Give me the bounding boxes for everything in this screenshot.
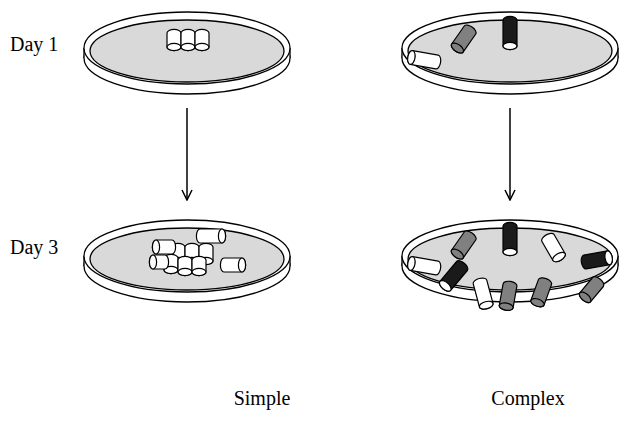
dish-rim [84, 220, 290, 292]
condition-label: Complex [491, 387, 564, 409]
rod-end [530, 297, 546, 309]
rod-body [472, 277, 494, 311]
rod-end [167, 43, 181, 50]
rod-body [167, 29, 181, 50]
rod-end [499, 302, 514, 312]
cell-rod [192, 256, 206, 275]
rod-body [195, 29, 209, 50]
condition-label: Simple [234, 387, 291, 409]
rod-end [178, 268, 192, 275]
rod-end [577, 290, 592, 305]
cell-rod [407, 256, 442, 276]
rod-body [407, 50, 442, 70]
time-label: Day 1 [10, 33, 58, 55]
rod-end [192, 268, 206, 275]
petri-dish [84, 12, 290, 94]
rod-body [438, 259, 470, 293]
rod-end [604, 250, 614, 265]
cell-rod [472, 277, 494, 311]
rod-end [181, 43, 195, 50]
rod-body [580, 250, 613, 269]
cell-rod [503, 222, 517, 255]
cell-rod [577, 275, 605, 305]
rod-end [152, 240, 159, 254]
time-label: Day 3 [10, 236, 58, 258]
rod-body [540, 231, 567, 263]
dish-medium [90, 228, 284, 290]
dish-rim [402, 12, 618, 84]
rod-end [450, 41, 466, 55]
rod-body [530, 276, 553, 308]
rod-end [503, 248, 517, 255]
dish-medium [90, 20, 284, 82]
rod-end [407, 256, 417, 271]
petri-dish [84, 220, 290, 302]
rod-body [152, 240, 175, 254]
arrow [509, 108, 511, 200]
cell-rod [152, 240, 175, 254]
cell-rod [580, 250, 613, 269]
cell-rod [503, 16, 517, 49]
rod-body [192, 256, 206, 275]
rod-body [196, 229, 225, 243]
rod-end [218, 229, 225, 243]
rod-body [577, 275, 605, 305]
rod-end [438, 279, 453, 294]
cell-rod [149, 255, 168, 269]
rod-body [503, 16, 517, 49]
dish-rim [84, 12, 290, 84]
rod-end [149, 255, 156, 269]
petri-dish [402, 12, 618, 94]
rod-body [181, 29, 195, 50]
cell-rod [540, 231, 567, 263]
arrow [186, 108, 188, 200]
rod-end [503, 42, 517, 49]
rod-body [503, 222, 517, 255]
cell-rod [450, 229, 478, 261]
cell-rod [167, 29, 181, 50]
rod-body [407, 256, 442, 276]
cell-rod [499, 280, 518, 311]
rod-end [407, 50, 417, 65]
cell-rod [178, 256, 192, 275]
rod-body [499, 280, 518, 311]
rod-body [178, 256, 192, 275]
cell-rod [530, 276, 553, 308]
cell-rod [195, 29, 209, 50]
rod-end [479, 300, 494, 311]
cell-rod [407, 50, 442, 70]
rod-end [238, 258, 245, 272]
rod-end [450, 247, 466, 261]
rod-body [149, 255, 168, 269]
rod-body [450, 23, 478, 55]
rod-body [220, 258, 245, 272]
cell-rod [181, 29, 195, 50]
cell-rod [438, 259, 470, 293]
cell-rod [450, 23, 478, 55]
rod-body [450, 229, 478, 261]
rod-end [195, 43, 209, 50]
rod-end [551, 250, 567, 263]
cell-rod [220, 258, 245, 272]
cell-rod [196, 229, 225, 243]
